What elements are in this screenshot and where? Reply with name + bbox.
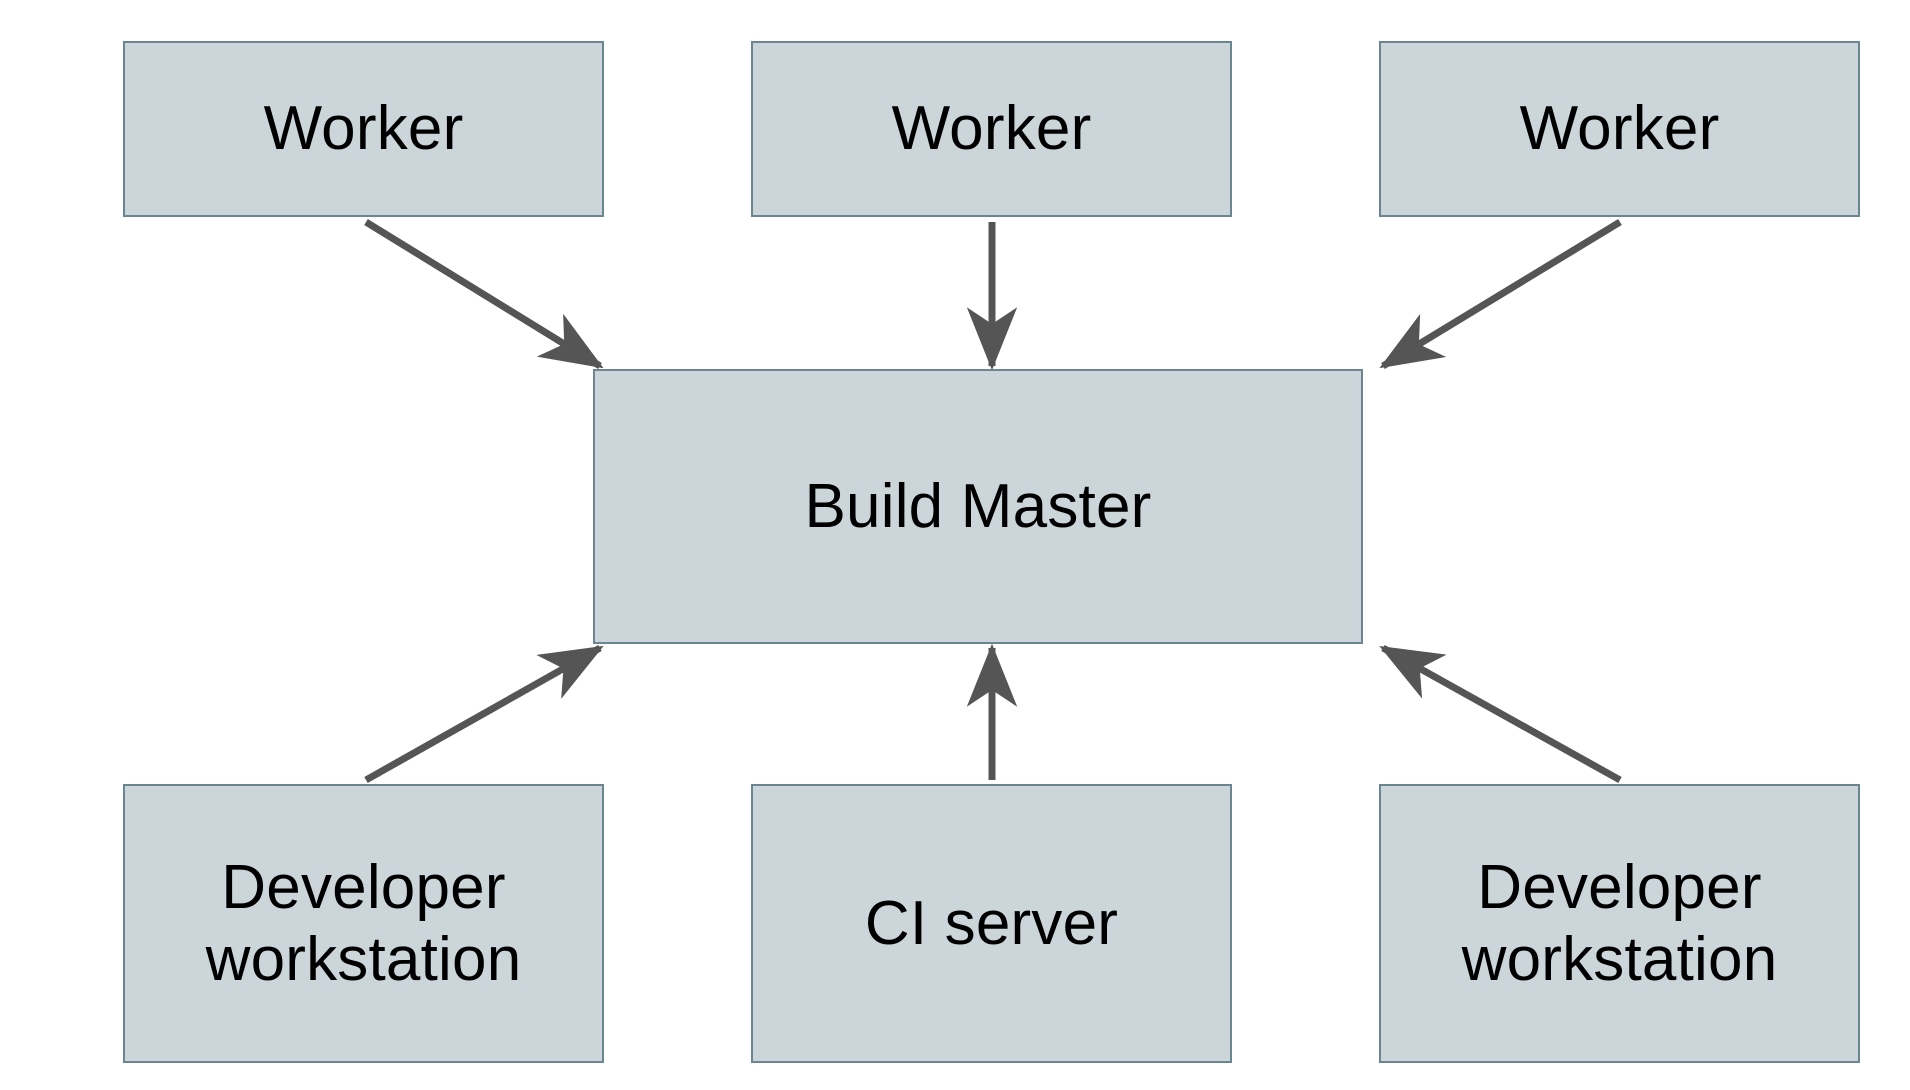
edge-worker3-to-master: [1379, 219, 1622, 369]
edge-worker1-to-master: [364, 219, 604, 369]
node-worker-3[interactable]: Worker: [1379, 41, 1860, 217]
edge-devright-to-master: [1379, 644, 1622, 784]
node-developer-workstation-right-label: Developer workstation: [1461, 852, 1778, 994]
node-developer-workstation-right[interactable]: Developer workstation: [1379, 784, 1860, 1063]
node-ci-server[interactable]: CI server: [751, 784, 1232, 1063]
node-worker-1[interactable]: Worker: [123, 41, 604, 217]
node-worker-3-label: Worker: [1519, 94, 1720, 164]
node-worker-2[interactable]: Worker: [751, 41, 1232, 217]
edge-devleft-to-master: [364, 644, 604, 784]
node-developer-workstation-left-label: Developer workstation: [205, 852, 522, 994]
node-worker-1-label: Worker: [263, 94, 464, 164]
node-ci-server-label: CI server: [864, 888, 1119, 958]
node-developer-workstation-left[interactable]: Developer workstation: [123, 784, 604, 1063]
node-worker-2-label: Worker: [891, 94, 1092, 164]
node-build-master-label: Build Master: [804, 471, 1152, 541]
node-build-master[interactable]: Build Master: [593, 369, 1363, 644]
